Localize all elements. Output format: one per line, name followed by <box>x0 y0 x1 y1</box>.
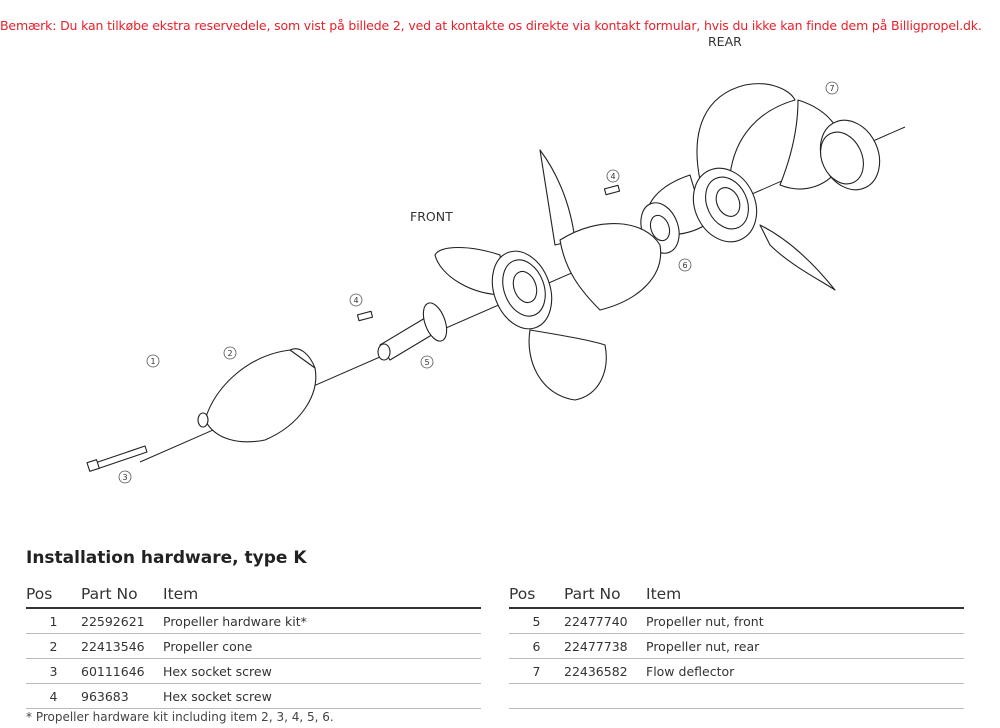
cell-part-no: 963683 <box>81 683 163 709</box>
table-row: 7 22436582 Flow deflector <box>509 658 964 684</box>
callout-4-rear: 4 <box>610 172 615 181</box>
table-row: 5 22477740 Propeller nut, front <box>509 608 964 634</box>
header-item: Item <box>646 583 964 609</box>
cell-part-no: 22477738 <box>564 633 646 659</box>
cell-item: Propeller nut, front <box>646 608 964 634</box>
cell-part-no <box>564 683 646 709</box>
table-row <box>509 683 964 709</box>
callout-6: 6 <box>682 261 687 270</box>
front-nut <box>377 302 448 361</box>
callout-5: 5 <box>424 358 429 367</box>
cell-item: Propeller hardware kit* <box>163 608 481 634</box>
notice-text: Bemærk: Du kan tilkøbe ekstra reservedel… <box>0 18 982 33</box>
table-row: 2 22413546 Propeller cone <box>26 633 481 659</box>
rear-hex-screw <box>603 184 621 196</box>
section-title: Installation hardware, type K <box>26 548 307 568</box>
callout-4-front: 4 <box>353 296 358 305</box>
header-pos: Pos <box>509 583 564 609</box>
table-row: 1 22592621 Propeller hardware kit* <box>26 608 481 634</box>
cell-pos: 3 <box>26 658 81 684</box>
header-pos: Pos <box>26 583 81 609</box>
cell-part-no: 22477740 <box>564 608 646 634</box>
front-propeller <box>434 149 662 401</box>
propeller-cone <box>197 348 317 443</box>
parts-table-left: Pos Part No Item 1 22592621 Propeller ha… <box>26 583 481 709</box>
table-row: 3 60111646 Hex socket screw <box>26 658 481 684</box>
cell-pos <box>509 683 564 709</box>
cell-part-no: 60111646 <box>81 658 163 684</box>
cell-pos: 2 <box>26 633 81 659</box>
callout-2: 2 <box>227 349 232 358</box>
cell-item <box>646 683 964 709</box>
label-rear: REAR <box>708 34 742 49</box>
cell-pos: 1 <box>26 608 81 634</box>
cell-pos: 7 <box>509 658 564 684</box>
label-front: FRONT <box>410 209 453 224</box>
table-row: 6 22477738 Propeller nut, rear <box>509 633 964 659</box>
footnote: * Propeller hardware kit including item … <box>26 710 334 724</box>
rear-propeller <box>646 83 844 291</box>
cell-item: Propeller nut, rear <box>646 633 964 659</box>
header-item: Item <box>163 583 481 609</box>
cell-item: Flow deflector <box>646 658 964 684</box>
cell-item: Hex socket screw <box>163 683 481 709</box>
cell-pos: 5 <box>509 608 564 634</box>
callout-1: 1 <box>150 357 155 366</box>
cell-item: Hex socket screw <box>163 658 481 684</box>
cell-part-no: 22436582 <box>564 658 646 684</box>
cell-part-no: 22592621 <box>81 608 163 634</box>
header-part-no: Part No <box>81 583 163 609</box>
flow-deflector <box>819 119 881 191</box>
cell-pos: 4 <box>26 683 81 709</box>
callout-3: 3 <box>122 473 127 482</box>
cell-pos: 6 <box>509 633 564 659</box>
header-part-no: Part No <box>564 583 646 609</box>
exploded-view-diagram: 1 2 3 4 4 5 6 7 REAR FRONT <box>86 34 906 484</box>
cell-part-no: 22413546 <box>81 633 163 659</box>
callout-7: 7 <box>829 84 834 93</box>
table-row: 4 963683 Hex socket screw <box>26 683 481 709</box>
parts-table-right: Pos Part No Item 5 22477740 Propeller nu… <box>509 583 964 709</box>
cell-item: Propeller cone <box>163 633 481 659</box>
front-hex-screw <box>356 310 374 322</box>
long-hex-screw <box>86 445 148 472</box>
